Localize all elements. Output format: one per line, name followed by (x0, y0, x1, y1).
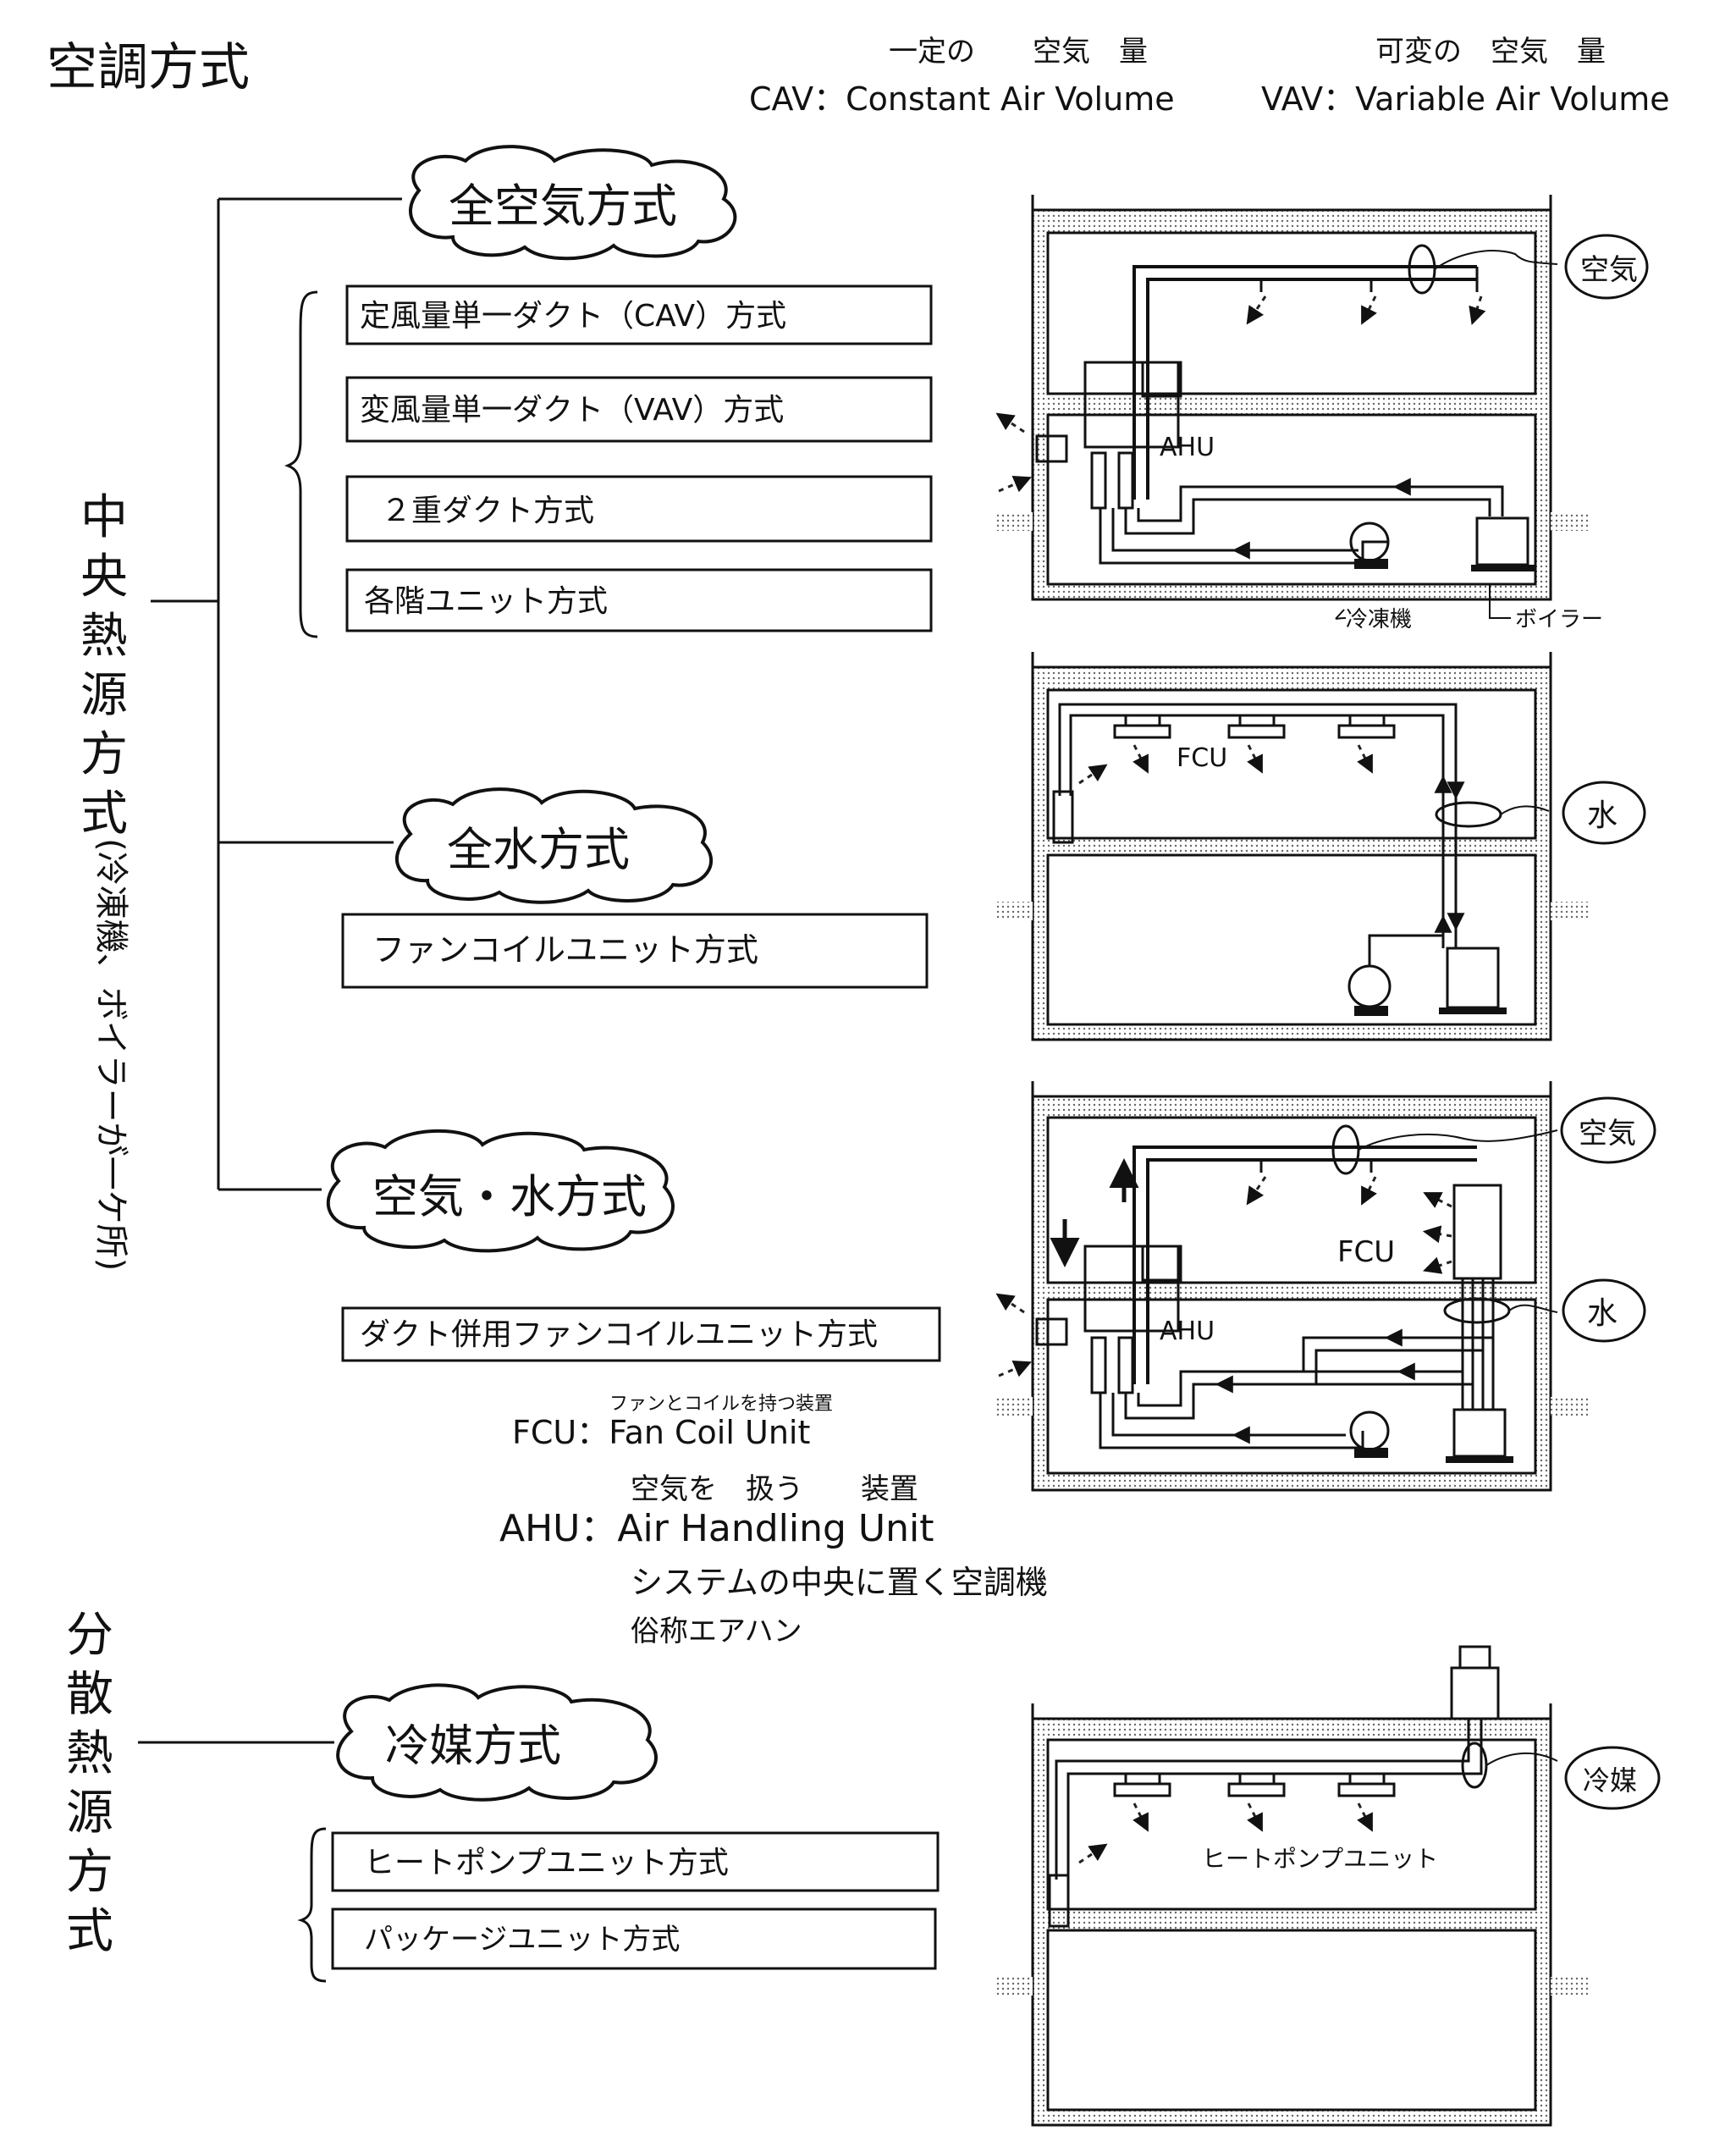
distributed-char-6: 式 (66, 1904, 113, 1959)
d3-fcu-label: FCU (1337, 1235, 1395, 1269)
group-all-water-name: 全水方式 (447, 823, 630, 876)
ahu-note: 空気を 扱う 装置 (631, 1472, 918, 1506)
d1-chiller-label: 冷凍機 (1346, 607, 1412, 632)
item-dual-duct: ２重ダクト方式 (381, 494, 594, 528)
diagram-all-water: FCU 水 (995, 652, 1646, 1041)
d1-medium-air: 空気 (1580, 253, 1638, 287)
all-air-items: 定風量単一ダクト（CAV）方式 変風量単一ダクト（VAV）方式 ２重ダクト方式 … (345, 284, 933, 632)
central-tree-lines (151, 197, 402, 1191)
item-box (345, 475, 933, 543)
central-char-6: 式 (80, 787, 128, 842)
d2-fcu-label: FCU (1177, 743, 1227, 773)
item-heat-pump-unit: ヒートポンプユニット方式 (364, 1846, 729, 1880)
cav-note: 一定の 空気 量 (889, 35, 1148, 69)
distributed-char-3: 熱 (66, 1726, 113, 1781)
item-cav-single-duct: 定風量単一ダクト（CAV）方式 (360, 299, 786, 334)
d4-unit-label: ヒートポンプユニット (1202, 1845, 1438, 1873)
item-box (331, 1907, 937, 1970)
group-air-water-name: 空気・水方式 (372, 1170, 647, 1223)
group-refrigerant-name: 冷媒方式 (385, 1721, 561, 1772)
item-package-unit: パッケージユニット方式 (364, 1923, 680, 1957)
fcu-term: FCU：Fan Coil Unit (512, 1414, 810, 1451)
group-all-air-name: 全空気方式 (449, 179, 677, 233)
ahu-term: AHU：Air Handling Unit (499, 1507, 934, 1550)
central-char-3: 熱 (80, 609, 128, 664)
item-box (341, 913, 929, 989)
d3-ahu-label: AHU (1160, 1317, 1215, 1346)
distributed-heat-source-label: 分 散 熱 源 方 式 (66, 1608, 113, 1959)
d3-medium-air: 空気 (1579, 1117, 1636, 1151)
central-char-5: 方 (80, 727, 128, 782)
item-box (331, 1831, 940, 1892)
ahu-desc-2: 俗称エアハン (631, 1615, 802, 1648)
cloud-all-air: 全空気方式 (409, 145, 737, 261)
d2-medium-water: 水 (1587, 798, 1618, 833)
definitions: ファンとコイルを持つ装置 FCU：Fan Coil Unit 空気を 扱う 装置… (499, 1394, 1048, 1648)
item-box (345, 284, 933, 345)
distributed-char-5: 方 (66, 1845, 113, 1900)
vav-note: 可変の 空気 量 (1375, 35, 1606, 69)
d1-boiler-label: ボイラー (1515, 607, 1603, 632)
ahu-desc-1: システムの中央に置く空調機 (631, 1564, 1048, 1601)
refrigerant-brace (297, 1827, 327, 1983)
central-char-2: 央 (80, 549, 128, 605)
cloud-air-water: 空気・水方式 (326, 1129, 675, 1253)
d1-ahu-label: AHU (1160, 433, 1215, 462)
cav-term: CAV：Constant Air Volume (749, 80, 1175, 118)
item-vav-single-duct: 変風量単一ダクト（VAV）方式 (360, 393, 784, 428)
item-box (345, 568, 933, 632)
central-char-1: 中 (80, 490, 128, 545)
cloud-all-water: 全水方式 (394, 787, 714, 904)
diagram-all-air: AHU 冷凍機 ボイラー 空気 (995, 195, 1649, 632)
diagram-air-water: FCU AHU 空気 水 (995, 1081, 1656, 1492)
vav-term: VAV：Variable Air Volume (1261, 80, 1670, 118)
item-per-floor-unit: 各階ユニット方式 (364, 584, 608, 619)
d4-medium-refrigerant: 冷媒 (1583, 1764, 1637, 1797)
page-title: 空調方式 (47, 38, 250, 97)
item-box (341, 1306, 941, 1362)
distributed-char-1: 分 (66, 1608, 113, 1663)
d3-medium-water: 水 (1587, 1296, 1618, 1331)
distributed-char-4: 源 (66, 1786, 113, 1841)
distributed-char-2: 散 (66, 1667, 113, 1722)
cloud-refrigerant: 冷媒方式 (336, 1683, 658, 1802)
item-fan-coil-unit: ファンコイルユニット方式 (372, 931, 758, 969)
diagram-refrigerant: ヒートポンプユニット 冷媒 (995, 1645, 1661, 2127)
item-duct-fan-coil: ダクト併用ファンコイルユニット方式 (360, 1317, 878, 1352)
central-char-4: 源 (80, 668, 128, 723)
central-heat-source-label: 中 央 熱 源 方 式 (冷凍機、ボイラーが一ケ所) (80, 490, 130, 1271)
item-box (345, 376, 933, 443)
all-air-brace (284, 290, 318, 638)
fcu-note: ファンとコイルを持つ装置 (609, 1394, 833, 1415)
central-paren-note: (冷凍機、ボイラーが一ケ所) (91, 838, 130, 1271)
